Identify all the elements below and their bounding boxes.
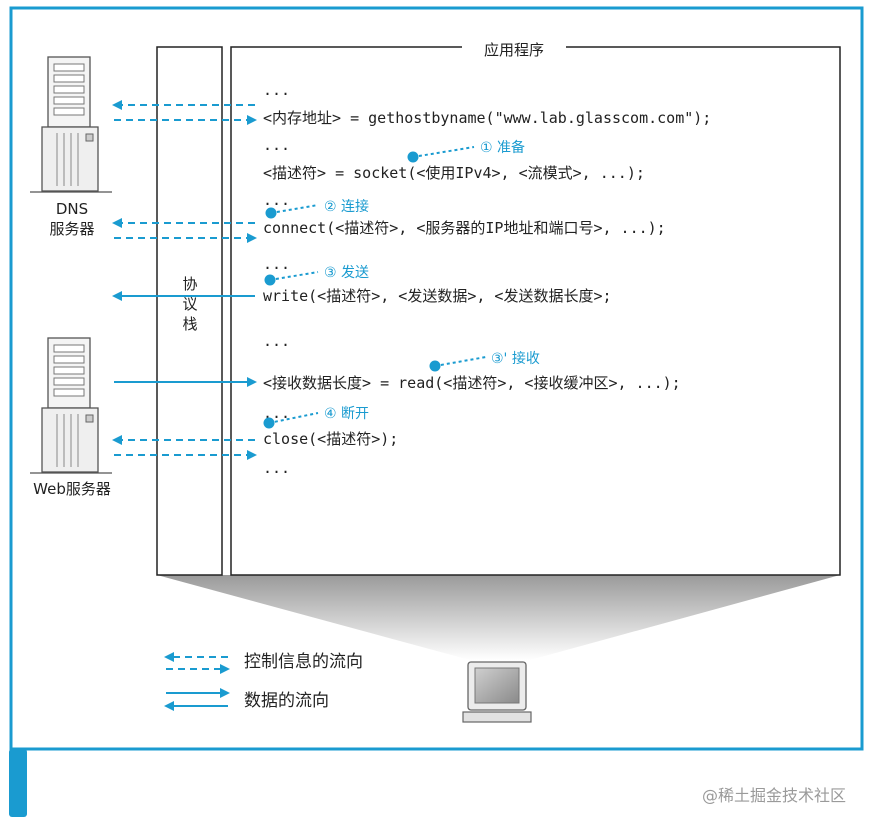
view-beam [157,575,840,660]
code-line-2: <内存地址> = gethostbyname("www.lab.glasscom… [263,109,711,127]
code-line-10: <接收数据长度> = read(<描述符>, <接收缓冲区>, ...); [263,374,681,392]
code-line-5: ... [263,191,290,209]
app-title-gap [462,38,566,56]
annotation-connect-text: ② 连接 [324,198,369,215]
outer-frame [9,6,864,751]
annotation-receive [429,356,487,372]
annotation-send-text: ③ 发送 [324,265,369,281]
stack-label-bg [174,268,208,334]
code-line-8: write(<描述符>, <发送数据>, <发送数据长度>; [263,287,612,305]
protocol-stack-box [156,46,223,576]
code-line-11: ... [263,404,290,422]
code-line-9: ... [263,332,290,350]
stack-label-1: 协 [182,275,197,293]
code-line-4: <描述符> = socket(<使用IPv4>, <流模式>, ...); [263,164,645,182]
code-line-6: connect(<描述符>, <服务器的IP地址和端口号>, ...); [263,219,666,237]
dns-label-line1: DNS [56,200,88,218]
legend-data-arrows [164,688,230,711]
arrows [112,100,257,460]
legend-control-arrows [164,652,230,674]
dns-server-icon [30,56,112,193]
annotation-connect [265,204,319,219]
legend-data-label: 数据的流向 [244,691,329,711]
app-box-title: 应用程序 [484,41,544,59]
watermark: @稀土掘金技术社区 [702,786,846,805]
dns-label-line2: 服务器 [49,220,94,238]
annotation-prepare-text: ① 准备 [480,139,525,156]
annotation-disconnect [263,412,319,429]
annotation-receive-text: ③' 接收 [491,350,540,367]
frame-tab [9,749,27,817]
stack-label-2: 议 [182,295,197,313]
annotation-send [264,271,319,286]
stack-label-3: 栈 [182,315,197,333]
code-line-12: close(<描述符>); [263,430,398,448]
web-server-label: Web服务器 [33,480,111,498]
code-line-13: ... [263,459,290,477]
code-line-1: ... [263,81,290,99]
monitor-icon [462,661,532,723]
annotation-disconnect-text: ④ 断开 [324,406,369,422]
annotation-prepare [407,146,475,163]
code-line-3: ... [263,136,290,154]
web-server-icon [30,337,112,474]
code-line-7: ... [263,255,290,273]
application-box [230,46,841,576]
legend-control-label: 控制信息的流向 [244,652,363,672]
